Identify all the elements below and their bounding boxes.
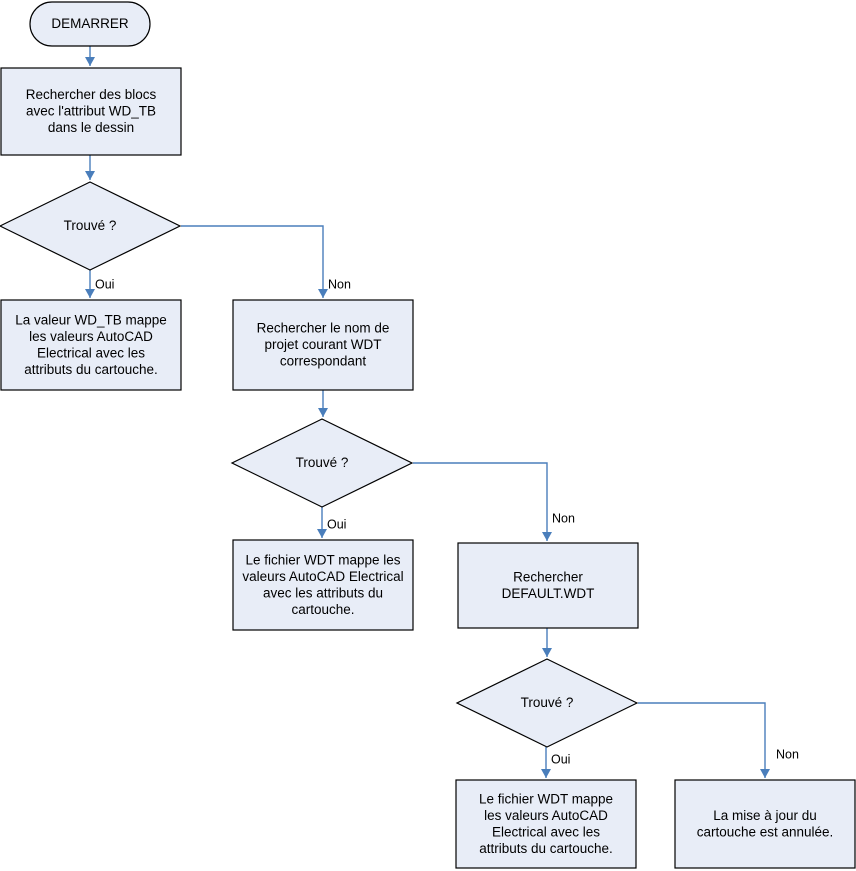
decision-diamond bbox=[230, 418, 414, 508]
node-label-line: Trouvé ? bbox=[64, 218, 117, 233]
edge-label-e-d1-non: Non bbox=[328, 277, 351, 291]
edge-arrowhead bbox=[542, 532, 552, 541]
edge-label-e-d3-non: Non bbox=[776, 747, 799, 761]
flow-node-decision1[interactable]: Trouvé ? bbox=[0, 181, 182, 271]
node-label-line: Trouvé ? bbox=[521, 695, 574, 710]
process-rect bbox=[457, 542, 639, 629]
edge-arrowhead bbox=[317, 529, 327, 538]
process-rect bbox=[0, 67, 182, 156]
flow-edge-e-d3-non bbox=[638, 702, 770, 778]
node-label-line: Electrical avec les bbox=[492, 824, 600, 839]
node-label-line: DEMARRER bbox=[51, 16, 129, 31]
edge-line bbox=[638, 702, 766, 778]
node-label-line: attributs du cartouche. bbox=[24, 361, 158, 376]
node-label-line: Electrical avec les bbox=[37, 345, 145, 360]
node-label-line: Rechercher des blocs bbox=[26, 87, 157, 102]
flow-node-start[interactable]: DEMARRER bbox=[29, 1, 151, 47]
node-label-line: La mise à jour du bbox=[713, 807, 817, 822]
node-label-line: La valeur WD_TB mappe bbox=[15, 312, 167, 327]
node-label-line: avec les attributs du bbox=[263, 585, 383, 600]
process-rect bbox=[674, 779, 856, 869]
node-label-line: valeurs AutoCAD Electrical bbox=[242, 568, 403, 583]
flow-edge-e-d2-oui bbox=[317, 507, 327, 538]
flow-edge-e-start-search bbox=[85, 46, 95, 66]
edge-label-e-d2-oui: Oui bbox=[327, 517, 346, 531]
node-label-line: les valeurs AutoCAD bbox=[484, 807, 608, 822]
flow-edge-e-d1-non bbox=[181, 225, 328, 298]
edge-line bbox=[413, 462, 548, 541]
node-label-line: Rechercher bbox=[513, 569, 583, 584]
process-rect bbox=[232, 539, 414, 631]
node-label-line: attributs du cartouche. bbox=[479, 840, 613, 855]
edge-label-e-d2-non: Non bbox=[552, 511, 575, 525]
flow-edge-e-d2-non bbox=[413, 462, 552, 541]
node-label-line: avec l'attribut WD_TB bbox=[26, 103, 156, 118]
process-rect bbox=[232, 299, 414, 391]
edge-arrowhead bbox=[85, 57, 95, 66]
process-rect bbox=[455, 779, 637, 869]
flow-edge-e-d3-oui bbox=[541, 747, 551, 778]
edge-arrowhead bbox=[541, 769, 551, 778]
node-label: La mise à jour du cartouche est annulée. bbox=[697, 807, 834, 839]
decision-diamond bbox=[455, 658, 639, 748]
process-rect bbox=[0, 299, 182, 391]
flow-edge-e-d1-oui bbox=[85, 270, 95, 298]
edge-arrowhead bbox=[542, 648, 552, 657]
node-label-line: les valeurs AutoCAD bbox=[29, 328, 153, 343]
edge-arrowhead bbox=[85, 171, 95, 180]
node-label: Trouvé ? bbox=[296, 455, 349, 470]
flow-node-decision2[interactable]: Trouvé ? bbox=[230, 418, 414, 508]
edge-arrowhead bbox=[760, 769, 770, 778]
decision-diamond bbox=[0, 181, 182, 271]
node-label-line: cartouche est annulée. bbox=[697, 824, 834, 839]
node-label-line: Rechercher le nom de bbox=[257, 320, 390, 335]
edge-arrowhead bbox=[318, 289, 328, 298]
edges-layer bbox=[85, 46, 770, 778]
node-label-line: cartouche. bbox=[291, 601, 354, 616]
node-label-line: Le fichier WDT mappe bbox=[479, 791, 613, 806]
edge-label-e-d1-oui: Oui bbox=[95, 277, 114, 291]
flow-edge-e-proj-d2 bbox=[318, 390, 328, 417]
flow-node-cancelled[interactable]: La mise à jour du cartouche est annulée. bbox=[674, 779, 856, 869]
edge-arrowhead bbox=[85, 289, 95, 298]
flow-node-decision3[interactable]: Trouvé ? bbox=[455, 658, 639, 748]
edge-arrowhead bbox=[318, 408, 328, 417]
node-label: Trouvé ? bbox=[521, 695, 574, 710]
edge-label-e-d3-oui: Oui bbox=[551, 752, 570, 766]
node-label-line: correspondant bbox=[280, 353, 367, 368]
node-label-line: DEFAULT.WDT bbox=[502, 585, 595, 600]
node-label-line: dans le dessin bbox=[48, 120, 134, 135]
flow-edge-e-search-d1 bbox=[85, 155, 95, 180]
node-label-line: projet courant WDT bbox=[264, 337, 381, 352]
node-label: DEMARRER bbox=[51, 16, 129, 31]
flow-edge-e-default-d3 bbox=[542, 628, 552, 657]
node-label-line: Le fichier WDT mappe les bbox=[245, 552, 400, 567]
edge-line bbox=[181, 225, 324, 298]
node-label-line: Trouvé ? bbox=[296, 455, 349, 470]
terminator-shape bbox=[29, 1, 151, 47]
node-label: Trouvé ? bbox=[64, 218, 117, 233]
